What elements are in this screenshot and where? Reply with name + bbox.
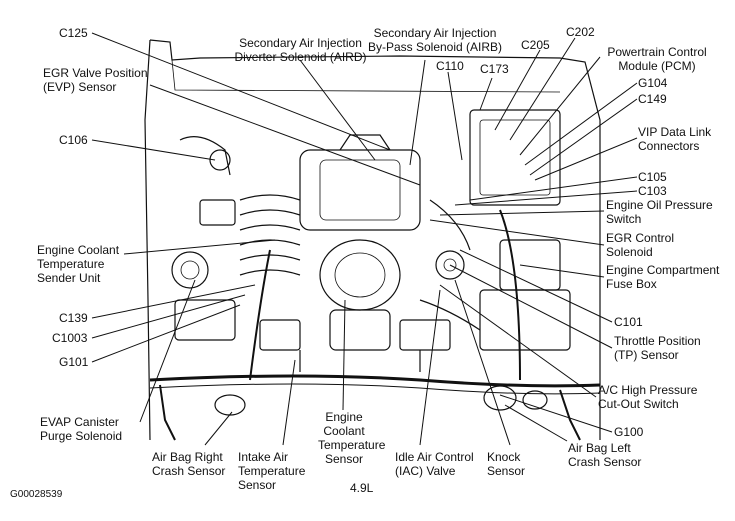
label-c105: C105 xyxy=(638,170,667,184)
figure-id: G00028539 xyxy=(10,489,63,500)
label-air-bag-left: Air Bag Left Crash Sensor xyxy=(568,441,641,469)
label-vip-data-link: VIP Data Link Connectors xyxy=(638,125,711,153)
label-air-bag-right: Air Bag Right Crash Sensor xyxy=(152,450,225,478)
label-line: By-Pass Solenoid (AIRB) xyxy=(367,40,503,54)
label-line: Engine xyxy=(325,410,363,424)
label-line: EGR Control xyxy=(606,231,675,245)
label-line: Coolant xyxy=(323,424,365,438)
label-g104: G104 xyxy=(638,76,668,90)
label-line: Knock xyxy=(487,450,521,464)
label-line: Fuse Box xyxy=(606,277,657,291)
label-c205: C205 xyxy=(521,38,550,52)
label-line: Idle Air Control xyxy=(395,450,474,464)
label-c103: C103 xyxy=(638,184,667,198)
label-line: Air Bag Right xyxy=(152,450,223,464)
label-line: Temperature xyxy=(318,438,386,452)
label-line: Intake Air xyxy=(238,450,289,464)
label-c101: C101 xyxy=(614,315,643,329)
label-line: Cut-Out Switch xyxy=(598,397,679,411)
label-line: Secondary Air Injection xyxy=(239,36,362,50)
label-line: Module (PCM) xyxy=(618,59,696,73)
label-c149: C149 xyxy=(638,92,667,106)
label-engine-coolant-sender: Engine Coolant Temperature Sender Unit xyxy=(37,243,119,285)
label-egr-control: EGR Control Solenoid xyxy=(606,231,674,259)
label-egr-valve-position: EGR Valve Position (EVP) Sensor xyxy=(43,66,148,94)
label-line: Crash Sensor xyxy=(152,464,226,478)
label-line: Throttle Position xyxy=(614,334,701,348)
label-line: Engine Compartment xyxy=(606,263,720,277)
label-secondary-air-airb: Secondary Air Injection By-Pass Solenoid… xyxy=(365,26,505,54)
label-engine-coolant-temp: Engine Coolant Temperature Sensor xyxy=(318,410,386,466)
label-c110: C110 xyxy=(436,59,464,73)
label-c139: C139 xyxy=(59,311,88,325)
label-line: Diverter Solenoid (AIRD) xyxy=(234,50,367,64)
label-evap-canister: EVAP Canister Purge Solenoid xyxy=(40,415,122,443)
label-line: Sensor xyxy=(324,452,364,466)
label-line: Sender Unit xyxy=(37,271,101,285)
label-c1003: C1003 xyxy=(52,331,88,345)
label-line: (TP) Sensor xyxy=(614,348,679,362)
label-line: Switch xyxy=(606,212,642,226)
engine-size-label: 4.9L xyxy=(350,481,374,495)
label-knock-sensor: Knock Sensor xyxy=(487,450,525,478)
label-line: Purge Solenoid xyxy=(40,429,123,443)
label-line: Secondary Air Injection xyxy=(373,26,497,40)
label-c106: C106 xyxy=(59,133,88,147)
label-line: VIP Data Link xyxy=(638,125,712,139)
label-engine-oil-pressure: Engine Oil Pressure Switch xyxy=(606,198,713,226)
label-line: Air Bag Left xyxy=(568,441,631,455)
label-pcm: Powertrain Control Module (PCM) xyxy=(598,45,716,73)
label-line: Sensor xyxy=(487,464,526,478)
label-idle-air-control: Idle Air Control (IAC) Valve xyxy=(395,450,474,478)
label-line: Connectors xyxy=(638,139,700,153)
label-line: (EVP) Sensor xyxy=(43,80,117,94)
label-intake-air-temp: Intake Air Temperature Sensor xyxy=(238,450,305,492)
label-line: A/C High Pressure xyxy=(598,383,698,397)
label-line: Engine Oil Pressure xyxy=(606,198,713,212)
label-engine-compartment-fuse: Engine Compartment Fuse Box xyxy=(606,263,719,291)
label-line: Powertrain Control xyxy=(607,45,707,59)
label-g100: G100 xyxy=(614,425,644,439)
label-c173: C173 xyxy=(480,62,509,76)
label-line: Temperature xyxy=(238,464,306,478)
label-line: Temperature xyxy=(37,257,105,271)
label-throttle-position: Throttle Position (TP) Sensor xyxy=(614,334,701,362)
label-ac-high-pressure: A/C High Pressure Cut-Out Switch xyxy=(598,383,697,411)
label-c202: C202 xyxy=(566,25,595,39)
label-line: Engine Coolant xyxy=(37,243,120,257)
label-secondary-air-aird: Secondary Air Injection Diverter Solenoi… xyxy=(218,36,383,64)
label-line: (IAC) Valve xyxy=(395,464,456,478)
label-line: EVAP Canister xyxy=(40,415,119,429)
label-line: EGR Valve Position xyxy=(43,66,148,80)
label-line: Sensor xyxy=(238,478,277,492)
label-line: Solenoid xyxy=(606,245,653,259)
label-line: Crash Sensor xyxy=(568,455,642,469)
label-c125: C125 xyxy=(59,26,88,40)
label-g101: G101 xyxy=(59,355,89,369)
